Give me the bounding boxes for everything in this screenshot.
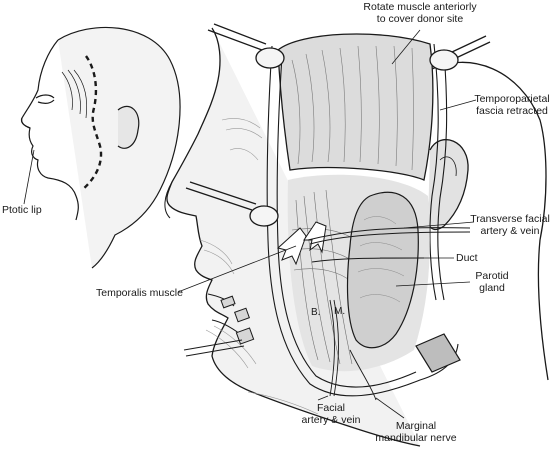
parotid-line1: Parotid xyxy=(475,270,509,282)
parotid-gland-label: Parotid gland xyxy=(470,270,514,294)
inset-head-profile xyxy=(20,26,181,269)
retractor-top-left xyxy=(207,23,285,69)
facial-line1: Facial xyxy=(316,402,345,414)
rotate-muscle-line2: to cover donor site xyxy=(376,13,464,25)
retractor-top-right xyxy=(429,35,491,71)
ptotic-lip-leader xyxy=(23,149,35,205)
leader-lines xyxy=(177,29,477,419)
temporoparietal-line2: fascia retracted xyxy=(476,105,548,117)
facial-artery-vein xyxy=(329,299,339,397)
parotid-gland xyxy=(346,191,419,349)
face-shading xyxy=(199,118,319,415)
temporoparietal-fascia-label: Temporoparietal fascia retracted xyxy=(474,93,550,117)
parotid-texture xyxy=(357,216,405,303)
lip-retractor xyxy=(183,295,255,357)
temporoparietal-flap xyxy=(277,33,434,181)
masseter-label: M. xyxy=(334,306,345,317)
transverse-facial-line2: artery & vein xyxy=(480,225,540,237)
marginal-mandibular-nerve xyxy=(349,349,377,401)
duct-label: Duct xyxy=(456,252,478,264)
incision-margin xyxy=(266,43,459,397)
facial-line2: artery & vein xyxy=(301,414,361,426)
parotid-line2: gland xyxy=(479,282,505,294)
transverse-facial-vessel xyxy=(307,227,471,245)
rotation-arrows xyxy=(276,221,327,266)
transverse-facial-line1: Transverse facial xyxy=(470,213,550,225)
rotate-muscle-label: Rotate muscle anteriorly to cover donor … xyxy=(360,1,480,25)
rotate-muscle-line1: Rotate muscle anteriorly xyxy=(363,1,477,13)
facial-artery-vein-label: Facial artery & vein xyxy=(296,402,366,426)
ptotic-lip-label: Ptotic lip xyxy=(2,204,42,216)
marginal-mandibular-label: Marginal mandibular nerve xyxy=(368,420,464,444)
marginal-line1: Marginal xyxy=(395,420,437,432)
transverse-facial-label: Transverse facial artery & vein xyxy=(470,213,550,237)
retractor-mid-left xyxy=(185,181,279,227)
retractor-bottom-right xyxy=(415,333,461,373)
marginal-line2: mandibular nerve xyxy=(375,432,457,444)
buccinator-label: B. xyxy=(311,307,320,318)
temporoparietal-line1: Temporoparietal xyxy=(474,93,550,105)
temporalis-muscle-label: Temporalis muscle xyxy=(96,287,183,299)
